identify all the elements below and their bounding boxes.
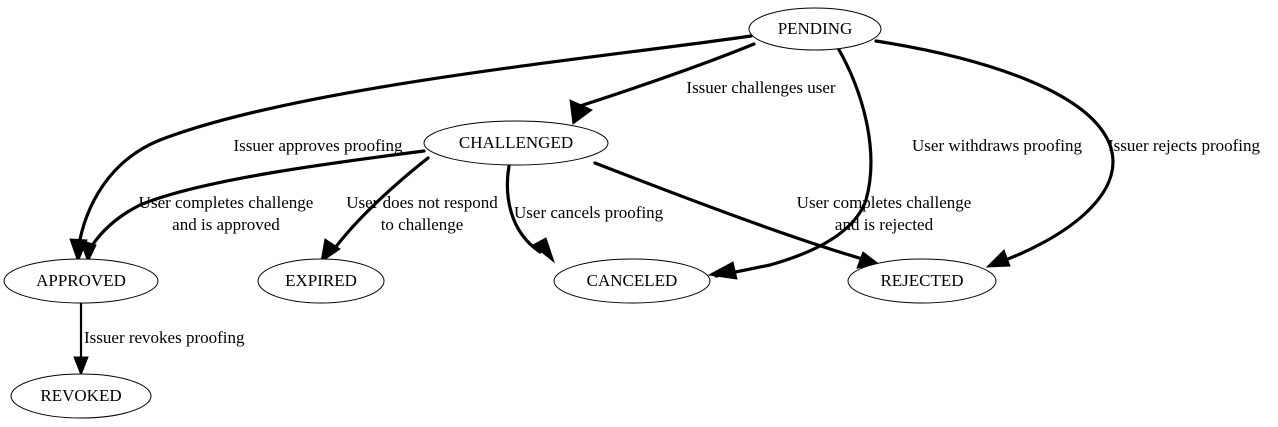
edge-path-pending-rejected — [874, 39, 1115, 264]
arrowhead-pending-canceled — [707, 261, 738, 280]
node-ellipse-canceled — [553, 258, 711, 304]
node-label-approved: APPROVED — [36, 271, 126, 290]
node-label-challenged: CHALLENGED — [459, 133, 573, 152]
edge-challenged-expired — [320, 156, 430, 264]
edge-label-user-cancels-proofing: User cancels proofing — [514, 203, 664, 222]
arrowhead-approved-revoked — [73, 356, 89, 377]
edge-pending-challenged — [569, 42, 756, 125]
edge-label-issuer-revokes-proofing: Issuer revokes proofing — [84, 328, 245, 347]
node-revoked[interactable]: REVOKED — [10, 373, 152, 419]
arrowhead-challenged-canceled — [532, 237, 556, 264]
arrowhead-challenged-expired — [320, 238, 341, 264]
node-label-revoked: REVOKED — [40, 386, 121, 405]
node-ellipse-rejected — [847, 258, 997, 304]
edge-pending-canceled — [707, 46, 873, 280]
edge-path-pending-challenged — [578, 42, 756, 108]
edge-path-challenged-expired — [333, 156, 430, 250]
edge-label-user-completes-challenge-rejected-line2: and is rejected — [835, 215, 934, 234]
edge-pending-rejected — [874, 39, 1115, 268]
edge-challenged-approved — [79, 149, 426, 264]
edge-path-challenged-canceled — [505, 164, 542, 254]
node-ellipse-pending — [748, 7, 882, 51]
edge-label-user-completes-challenge-approved-line1: User completes challenge — [139, 193, 314, 212]
edge-path-challenged-rejected — [593, 161, 868, 262]
arrowhead-pending-challenged — [569, 99, 593, 125]
edge-approved-revoked — [73, 303, 89, 377]
edge-path-pending-canceled-tail — [714, 263, 772, 278]
edge-label-user-does-not-respond-line2: to challenge — [381, 215, 464, 234]
node-canceled[interactable]: CANCELED — [553, 258, 711, 304]
edge-label-user-completes-challenge-rejected-line1: User completes challenge — [797, 193, 972, 212]
node-label-pending: PENDING — [778, 19, 853, 38]
edge-label-issuer-approves-proofing: Issuer approves proofing — [233, 136, 403, 155]
node-expired[interactable]: EXPIRED — [257, 258, 385, 304]
node-approved[interactable]: APPROVED — [3, 258, 159, 304]
node-label-rejected: REJECTED — [880, 271, 963, 290]
node-pending[interactable]: PENDING — [748, 7, 882, 51]
edge-path-pending-approved — [76, 34, 753, 252]
arrowhead-challenged-approved — [79, 239, 97, 264]
node-ellipse-challenged — [423, 120, 609, 166]
edge-label-user-does-not-respond-line1: User does not respond — [346, 193, 498, 212]
edge-label-user-withdraws-proofing: User withdraws proofing — [912, 136, 1082, 155]
node-challenged[interactable]: CHALLENGED — [423, 120, 609, 166]
edge-label-user-completes-challenge-approved-line2: and is approved — [172, 215, 280, 234]
node-ellipse-expired — [257, 258, 385, 304]
node-label-canceled: CANCELED — [587, 271, 678, 290]
edge-path-pending-canceled — [768, 46, 873, 267]
node-ellipse-revoked — [10, 373, 152, 419]
edge-label-issuer-rejects-proofing: Issuer rejects proofing — [1108, 136, 1261, 155]
node-label-expired: EXPIRED — [285, 271, 357, 290]
edge-challenged-canceled — [505, 164, 556, 264]
node-rejected[interactable]: REJECTED — [847, 258, 997, 304]
edge-path-challenged-approved — [86, 149, 426, 254]
node-ellipse-approved — [3, 258, 159, 304]
arrowhead-pending-rejected — [985, 249, 1011, 268]
edge-label-issuer-challenges-user: Issuer challenges user — [686, 78, 836, 97]
